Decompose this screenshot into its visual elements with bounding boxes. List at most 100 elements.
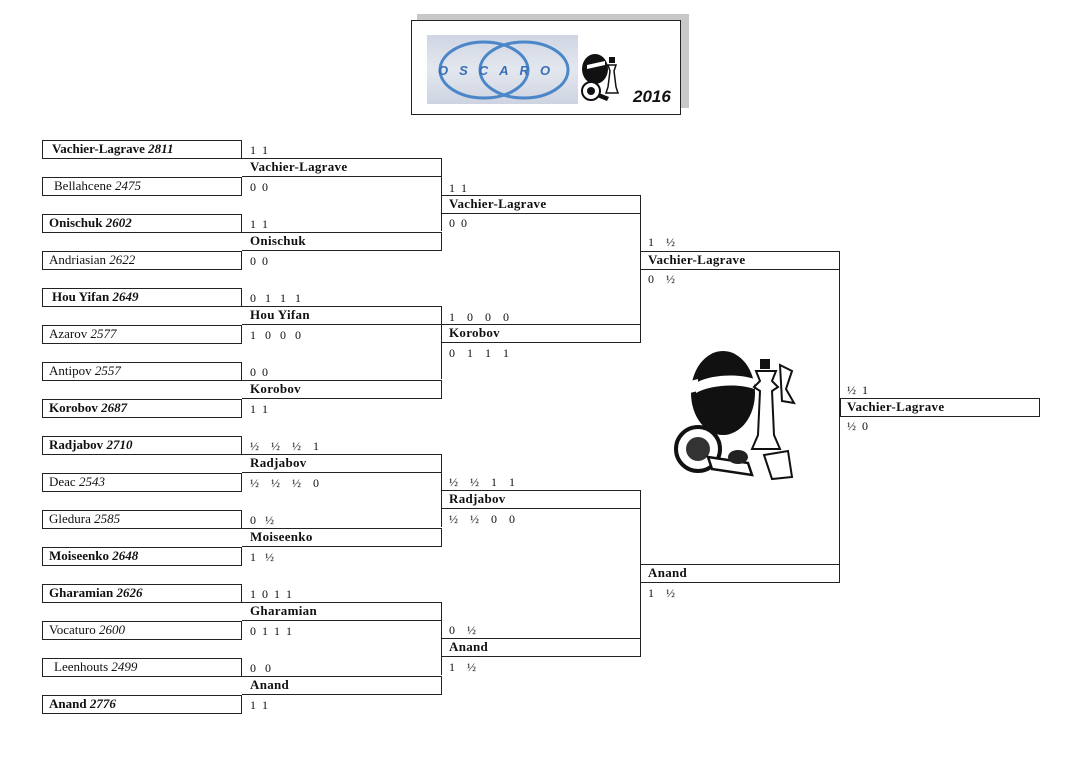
player-box [42,140,242,159]
bracket-connector [441,472,442,527]
winner-name: Korobov [250,381,301,396]
match-score: 0 0 [449,216,467,230]
match-score: 1 1 [449,181,467,195]
player-name: Hou Yifan 2649 [52,288,138,306]
player-rating: 2687 [101,400,128,415]
player-name-text: Onischuk [49,215,103,230]
player-name-text: Gledura [49,511,91,526]
player-rating: 2557 [94,363,121,378]
match-score: ½ 1 [847,383,868,397]
winner-box [242,306,442,325]
match-score: 1 0 0 0 [449,310,509,324]
match-score: ½ ½ 0 0 [449,512,515,526]
player-box [42,251,242,270]
player-name-text: Bellahcene [54,178,112,193]
player-box [42,288,242,307]
winner-box [242,602,442,621]
match-score: 1 0 0 0 [250,328,301,342]
winner-name: Vachier-Lagrave [449,196,547,211]
winner-box [242,158,442,177]
moor-chess-emblem-icon [674,351,796,481]
player-name-text: Gharamian [49,585,114,600]
logo-year: 2016 [633,87,671,106]
player-name-text: Leenhouts [54,659,109,674]
bracket-connector [441,176,442,231]
moor-head-icon [581,54,620,101]
match-score: 0 0 [250,365,268,379]
bracket-connector [441,324,442,379]
player-box [42,584,242,603]
player-name-text: Anand [49,696,87,711]
champion-box [840,398,1040,417]
player-name: Gharamian 2626 [49,584,143,602]
winner-name: Radjabov [449,491,506,506]
player-rating: 2649 [112,289,139,304]
player-box [42,399,242,418]
player-box [42,658,242,677]
match-score: 1 ½ [449,660,476,674]
winner-box [442,490,641,509]
winner-box [242,232,442,251]
player-name-text: Andriasian [49,252,107,267]
player-name: Andriasian 2622 [49,251,135,269]
player-name-text: Korobov [49,400,98,415]
winner-name: Anand [250,677,290,692]
match-score: ½ ½ ½ 1 [250,439,319,453]
match-score: 0 0 [250,180,268,194]
match-score: 0 ½ [449,623,476,637]
player-rating: 2543 [78,474,105,489]
player-name-text: Radjabov [49,437,104,452]
champion-name: Vachier-Lagrave [847,399,945,414]
match-score: 1 1 [250,217,268,231]
match-score: 1 1 [250,402,268,416]
player-rating: 2622 [109,252,136,267]
match-score: 0 0 [250,254,268,268]
player-name: Vachier-Lagrave 2811 [52,140,173,158]
player-rating: 2626 [116,585,143,600]
player-name-text: Hou Yifan [52,289,110,304]
match-score: ½ ½ ½ 0 [250,476,319,490]
bracket-connector [640,213,641,342]
player-name: Anand 2776 [49,695,116,713]
player-name-text: Azarov [49,326,88,341]
player-box [42,436,242,455]
player-box [42,695,242,714]
player-box [42,362,242,381]
winner-name: Moiseenko [250,529,313,544]
match-score: 1 1 [250,698,268,712]
player-name: Deac 2543 [49,473,105,491]
player-rating: 2710 [106,437,133,452]
match-score: 1 0 1 1 [250,587,292,601]
player-box [42,177,242,196]
winner-name: Vachier-Lagrave [250,159,348,174]
player-name: Moiseenko 2648 [49,547,138,565]
bracket-connector [441,620,442,675]
player-rating: 2499 [111,659,138,674]
winner-name: Gharamian [250,603,317,618]
match-score: 1 ½ [250,550,274,564]
match-score: 0 0 [250,661,271,675]
player-box [42,547,242,566]
player-name-text: Deac [49,474,76,489]
match-score: 1 ½ [648,586,675,600]
player-box [42,510,242,529]
winner-name: Radjabov [250,455,307,470]
match-score: 0 1 1 1 [250,624,292,638]
oscaro-logo: OSCARO 2016 [411,20,681,115]
match-score: 1 ½ [648,235,675,249]
match-score: 1 1 [250,143,268,157]
rings-icon [438,40,570,100]
winner-name: Onischuk [250,233,306,248]
player-box [42,325,242,344]
player-rating: 2602 [105,215,132,230]
match-score: ½ 0 [847,419,868,433]
winner-box [641,251,840,270]
player-box [42,621,242,640]
player-name: Azarov 2577 [49,325,117,343]
winner-name: Anand [449,639,489,654]
winner-box [242,528,442,547]
player-rating: 2475 [115,178,141,193]
player-name-text: Vocaturo [49,622,96,637]
player-name: Onischuk 2602 [49,214,132,232]
